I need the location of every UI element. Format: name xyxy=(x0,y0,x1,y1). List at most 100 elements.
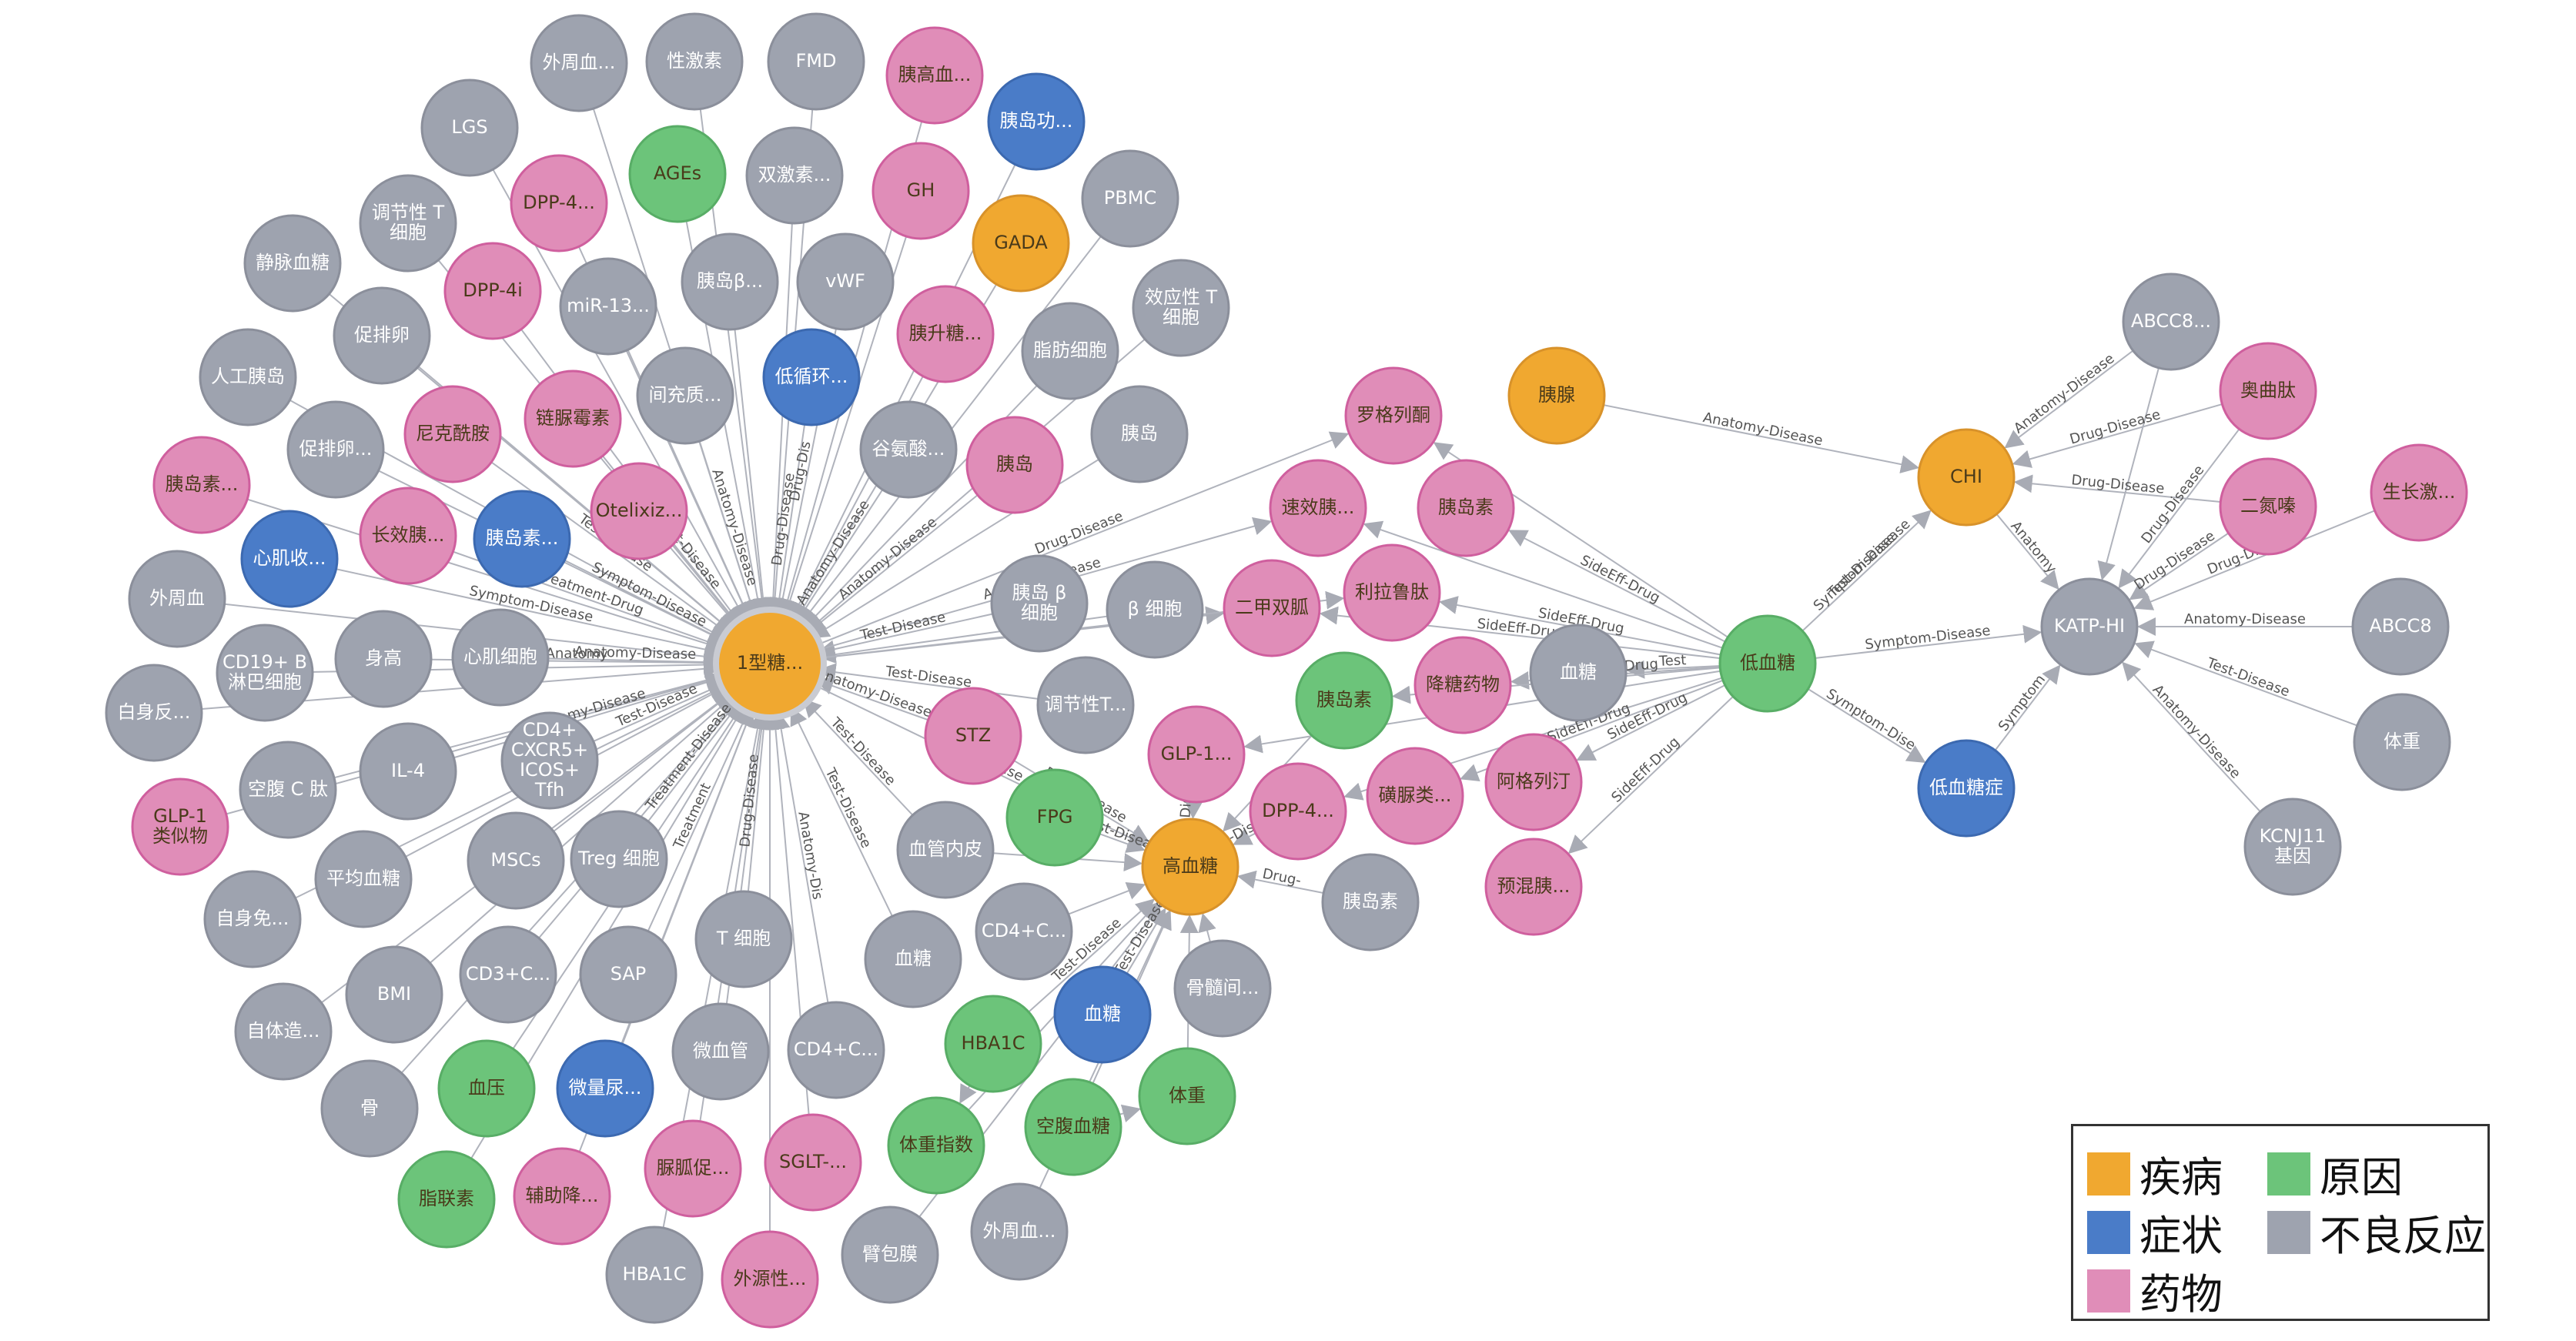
node-circle[interactable] xyxy=(1917,739,2016,838)
node-chi[interactable]: CHI xyxy=(1917,428,2016,527)
node-vwf[interactable]: vWF xyxy=(796,232,895,331)
node-bp[interactable]: 血压 xyxy=(437,1039,536,1138)
node-isletb[interactable]: 胰岛β... xyxy=(681,232,779,331)
node-circle[interactable] xyxy=(2219,342,2317,440)
node-exoins[interactable]: 外源性... xyxy=(721,1230,819,1329)
node-circle[interactable] xyxy=(1413,636,1512,734)
node-mir[interactable]: miR-13... xyxy=(559,257,657,356)
node-endo[interactable]: 血管内皮 xyxy=(896,801,995,899)
node-glucagon[interactable]: 胰高血... xyxy=(885,26,984,125)
node-circle[interactable] xyxy=(131,778,229,876)
node-circle[interactable] xyxy=(2370,443,2468,542)
node-bone[interactable]: 骨 xyxy=(320,1059,419,1158)
node-circle[interactable] xyxy=(500,711,599,810)
node-circle[interactable] xyxy=(896,285,995,383)
node-circle[interactable] xyxy=(1321,853,1420,951)
node-circle[interactable] xyxy=(510,154,608,252)
node-dualhorm[interactable]: 双激素... xyxy=(745,126,844,225)
node-hypocoma[interactable]: 低血糖症 xyxy=(1917,739,2016,838)
node-circle[interactable] xyxy=(671,1002,770,1101)
node-circle[interactable] xyxy=(1343,543,1441,642)
node-circle[interactable] xyxy=(1090,385,1189,483)
node-weight2[interactable]: 体重 xyxy=(2353,693,2451,791)
node-otelix[interactable]: Otelixiz... xyxy=(590,462,688,560)
node-circle[interactable] xyxy=(1484,838,1583,936)
node-circle[interactable] xyxy=(975,882,1073,981)
node-insulin2[interactable]: 胰岛素 xyxy=(1295,651,1393,750)
node-tregcell[interactable]: Treg 细胞 xyxy=(570,810,668,908)
node-isletfunc[interactable]: 胰岛功... xyxy=(987,72,1086,171)
node-ages[interactable]: AGEs xyxy=(628,125,727,223)
node-circle[interactable] xyxy=(2040,577,2139,676)
node-dpp4a[interactable]: DPP-4... xyxy=(510,154,608,252)
node-circle[interactable] xyxy=(1053,965,1152,1064)
node-circle[interactable] xyxy=(1718,614,1817,713)
node-circle[interactable] xyxy=(359,174,457,273)
node-cd4cx[interactable]: CD4+CXCR5+ICOS+Tfh xyxy=(500,711,599,810)
node-abcc8a[interactable]: ABCC8... xyxy=(2122,273,2220,371)
node-circle[interactable] xyxy=(2122,273,2220,371)
node-circle[interactable] xyxy=(216,624,314,722)
node-circle[interactable] xyxy=(590,462,688,560)
node-circle[interactable] xyxy=(152,436,251,534)
node-insulin4[interactable]: 胰岛素... xyxy=(152,436,251,534)
node-circle[interactable] xyxy=(694,890,793,988)
node-circle[interactable] xyxy=(437,1039,536,1138)
node-sglt[interactable]: SGLT-... xyxy=(764,1113,862,1212)
node-bmi1[interactable]: 体重指数 xyxy=(887,1096,985,1195)
node-circle[interactable] xyxy=(628,125,727,223)
node-il4[interactable]: IL-4 xyxy=(359,722,457,821)
node-circle[interactable] xyxy=(524,370,622,468)
node-circle[interactable] xyxy=(243,214,342,313)
node-circle[interactable] xyxy=(970,1182,1069,1281)
node-circle[interactable] xyxy=(345,945,443,1044)
node-circle[interactable] xyxy=(105,664,203,762)
node-hypo[interactable]: 低血糖 xyxy=(1718,614,1817,713)
node-circle[interactable] xyxy=(1138,1047,1236,1145)
node-circle[interactable] xyxy=(645,12,744,111)
node-longins[interactable]: 长效胰... xyxy=(359,487,457,585)
node-octreo[interactable]: 奥曲肽 xyxy=(2219,342,2317,440)
node-sexhorm[interactable]: 性激素 xyxy=(645,12,744,111)
node-circle[interactable] xyxy=(965,416,1064,514)
node-glp1b[interactable]: GLP-1... xyxy=(1147,705,1246,804)
node-circle[interactable] xyxy=(1417,459,1515,557)
node-bmi[interactable]: BMI xyxy=(345,945,443,1044)
node-circle[interactable] xyxy=(359,487,457,585)
node-circle[interactable] xyxy=(579,925,677,1024)
node-insulin5[interactable]: 胰岛素... xyxy=(473,490,571,588)
node-strepto[interactable]: 链脲霉素 xyxy=(524,370,622,468)
node-circle[interactable] xyxy=(1021,302,1119,400)
node-sulfonyl[interactable]: 磺脲类... xyxy=(1366,747,1464,845)
node-promo[interactable]: 促排卵... xyxy=(286,400,385,499)
node-circle[interactable] xyxy=(681,232,779,331)
node-gluc[interactable]: 谷氨酸... xyxy=(859,400,958,499)
node-circle[interactable] xyxy=(1106,560,1204,659)
node-hyper[interactable]: 高血糖 xyxy=(1141,818,1239,916)
node-circle[interactable] xyxy=(473,490,571,588)
node-circle[interactable] xyxy=(459,925,557,1024)
node-hypoagent[interactable]: 降糖药物 xyxy=(1413,636,1512,734)
node-lgs[interactable]: LGS xyxy=(420,79,519,177)
node-circle[interactable] xyxy=(556,1039,654,1138)
node-circle[interactable] xyxy=(420,79,519,177)
node-adipo[interactable]: 脂联素 xyxy=(397,1150,496,1249)
node-gh[interactable]: GH xyxy=(871,142,970,240)
node-circle[interactable] xyxy=(987,72,1086,171)
node-circle[interactable] xyxy=(333,286,431,385)
node-microalb[interactable]: 微量尿... xyxy=(556,1039,654,1138)
node-autolog[interactable]: 自体造... xyxy=(234,982,333,1081)
node-metformin[interactable]: 二甲双胍 xyxy=(1223,559,1321,657)
node-ureaagent[interactable]: 脲胍促... xyxy=(644,1119,742,1218)
node-circle[interactable] xyxy=(796,232,895,331)
node-cardiocell[interactable]: 心肌细胞 xyxy=(451,608,550,707)
node-cd4c1[interactable]: CD4+C... xyxy=(975,882,1073,981)
node-betacell2[interactable]: β 细胞 xyxy=(1106,560,1204,659)
node-pancreas[interactable]: 胰腺 xyxy=(1507,346,1606,445)
node-circle[interactable] xyxy=(443,242,542,340)
node-bloodsugar1[interactable]: 血糖 xyxy=(1529,624,1628,722)
node-ovul[interactable]: 促排卵 xyxy=(333,286,431,385)
